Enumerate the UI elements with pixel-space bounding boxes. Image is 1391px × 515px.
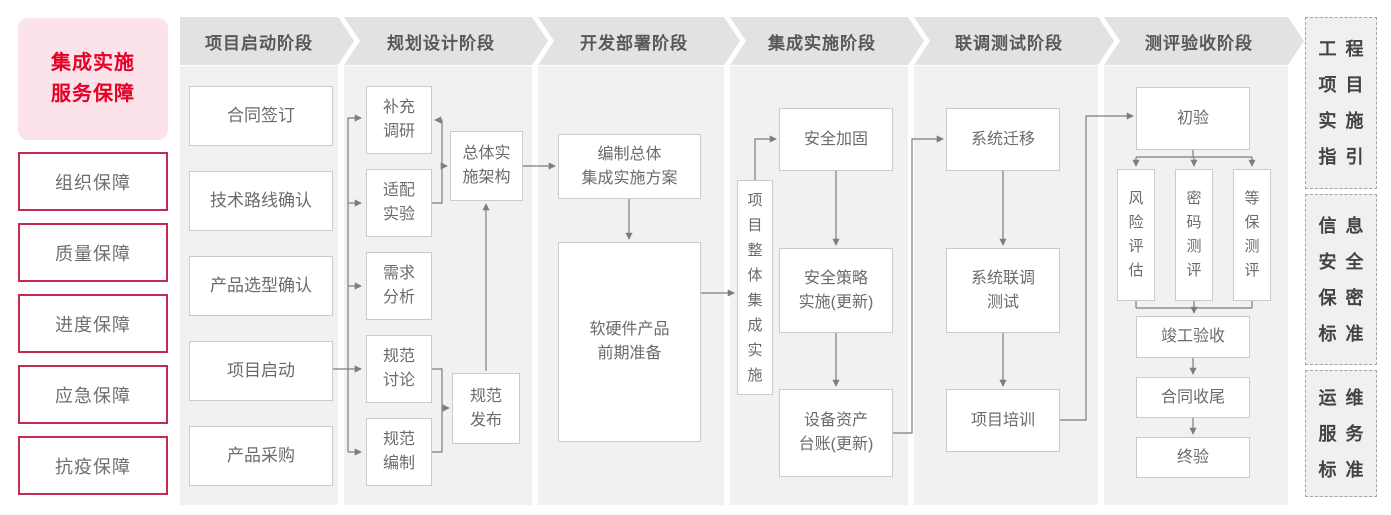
node-equipment-asset-ledger: 设备资产 台账(更新) [779, 389, 893, 477]
node-tech-route-confirm: 技术路线确认 [189, 171, 333, 231]
node-crypto-testing: 密 码 测 评 [1175, 169, 1213, 301]
node-spec-drafting: 规范 编制 [366, 418, 432, 486]
sidebar-item-epidemic: 抗疫保障 [18, 436, 168, 495]
node-product-selection-confirm: 产品选型确认 [189, 256, 333, 316]
node-overall-integration-plan: 编制总体 集成实施方案 [558, 134, 701, 199]
node-risk-assessment: 风 险 评 估 [1117, 169, 1155, 301]
node-hw-sw-preparation: 软硬件产品 前期准备 [558, 242, 701, 442]
phase-header-integration-impl: 集成实施阶段 [730, 17, 924, 65]
node-project-training: 项目培训 [946, 389, 1060, 452]
phase-header-planning-design: 规划设计阶段 [344, 17, 548, 65]
node-initial-acceptance: 初验 [1136, 87, 1250, 150]
node-completion-acceptance: 竣工验收 [1136, 316, 1250, 358]
sidebar-item-organization: 组织保障 [18, 152, 168, 211]
node-contract-signing: 合同签订 [189, 86, 333, 146]
reference-engineering-project-guide: 工程 项目 实施 指引 [1305, 17, 1377, 189]
sidebar-item-schedule: 进度保障 [18, 294, 168, 353]
node-adaptation-test: 适配 实验 [366, 169, 432, 237]
node-security-policy-impl: 安全策略 实施(更新) [779, 248, 893, 333]
sidebar-item-emergency: 应急保障 [18, 365, 168, 424]
node-requirement-analysis: 需求 分析 [366, 252, 432, 320]
node-spec-discussion: 规范 讨论 [366, 335, 432, 403]
node-security-hardening: 安全加固 [779, 108, 893, 171]
node-supplementary-research: 补充 调研 [366, 86, 432, 154]
phase-header-evaluation-acceptance: 测评验收阶段 [1104, 17, 1304, 65]
phase-header-kickoff: 项目启动阶段 [180, 17, 354, 65]
node-spec-release: 规范 发布 [452, 373, 520, 444]
node-mlps-testing: 等 保 测 评 [1233, 169, 1271, 301]
node-system-joint-testing: 系统联调 测试 [946, 248, 1060, 333]
phase-header-joint-testing: 联调测试阶段 [914, 17, 1114, 65]
reference-info-security-standard: 信息 安全 保密 标准 [1305, 194, 1377, 365]
sidebar-title: 集成实施 服务保障 [18, 18, 168, 140]
node-project-kickoff: 项目启动 [189, 341, 333, 401]
node-overall-project-integration: 项 目 整 体 集 成 实 施 [737, 180, 773, 395]
node-product-procurement: 产品采购 [189, 426, 333, 486]
reference-ops-service-standard: 运维 服务 标准 [1305, 370, 1377, 497]
sidebar-item-quality: 质量保障 [18, 223, 168, 282]
node-system-migration: 系统迁移 [946, 108, 1060, 171]
phase-header-dev-deploy: 开发部署阶段 [538, 17, 740, 65]
node-contract-closure: 合同收尾 [1136, 377, 1250, 418]
node-final-acceptance: 终验 [1136, 437, 1250, 478]
node-overall-impl-architecture: 总体实 施架构 [450, 131, 523, 201]
